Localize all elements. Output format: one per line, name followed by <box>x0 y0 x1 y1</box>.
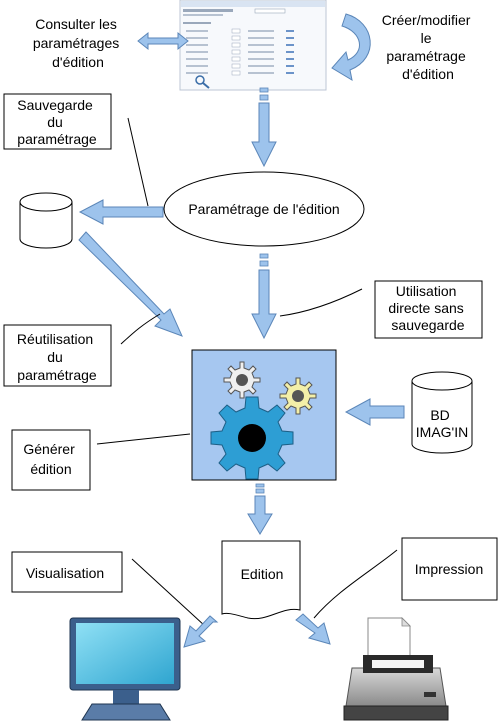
save-label-box <box>3 93 112 150</box>
gears-engine-icon <box>191 349 337 481</box>
save-callout-line <box>127 117 149 207</box>
direct-use-callout-line <box>279 288 363 317</box>
visualisation-callout-line <box>131 558 206 627</box>
generate-callout-line <box>96 433 191 445</box>
arrow-to-parametrage <box>251 87 277 168</box>
reuse-label-box <box>3 324 112 387</box>
generate-label: Générer édition <box>23 441 78 477</box>
edition-label: Edition <box>241 566 284 582</box>
settings-screenshot-thumbnail <box>179 0 327 91</box>
small-yellow-gear-icon <box>279 377 317 415</box>
direct-use-label-box <box>374 280 483 339</box>
create-modify-curved-arrow <box>331 13 371 82</box>
impression-callout-line <box>313 549 398 619</box>
arrow-to-monitor <box>183 615 219 648</box>
monitor-icon <box>69 617 181 721</box>
visualisation-label: Visualisation <box>26 565 104 581</box>
parametrage-label: Paramétrage de l'édition <box>188 201 339 217</box>
visualisation-label-box <box>11 551 123 593</box>
imagin-database-icon <box>411 371 473 454</box>
reuse-arrow <box>78 231 183 337</box>
impression-label-box <box>401 537 498 601</box>
generate-label-box <box>11 429 91 491</box>
reuse-label: Réutilisation du paramétrage <box>17 331 97 383</box>
small-white-gear-icon <box>223 361 261 399</box>
document-icon <box>221 540 301 620</box>
arrow-to-printer <box>295 613 331 645</box>
database-label: BD IMAG'IN <box>416 407 468 440</box>
magnifier-icon <box>195 75 210 89</box>
impression-label: Impression <box>415 561 483 577</box>
consult-double-arrow <box>137 31 189 51</box>
reuse-callout-line <box>120 313 161 345</box>
saved-settings-database-icon <box>19 192 73 249</box>
parametrage-ellipse <box>163 171 365 247</box>
printer-icon <box>343 617 449 721</box>
direct-use-label: Utilisation directe sans sauvegarde <box>388 283 467 333</box>
arrow-to-saved-db <box>78 199 164 225</box>
arrow-from-imagin-db <box>344 398 405 426</box>
save-label: Sauvegarde du paramétrage <box>17 97 97 147</box>
create-modify-label: Créer/modifier le paramétrage d'édition <box>382 12 475 82</box>
arrow-to-document <box>247 483 273 535</box>
consult-label: Consulter les paramétrages d'édition <box>33 16 123 70</box>
arrow-to-engine <box>251 253 277 340</box>
large-blue-gear-icon <box>210 396 294 480</box>
